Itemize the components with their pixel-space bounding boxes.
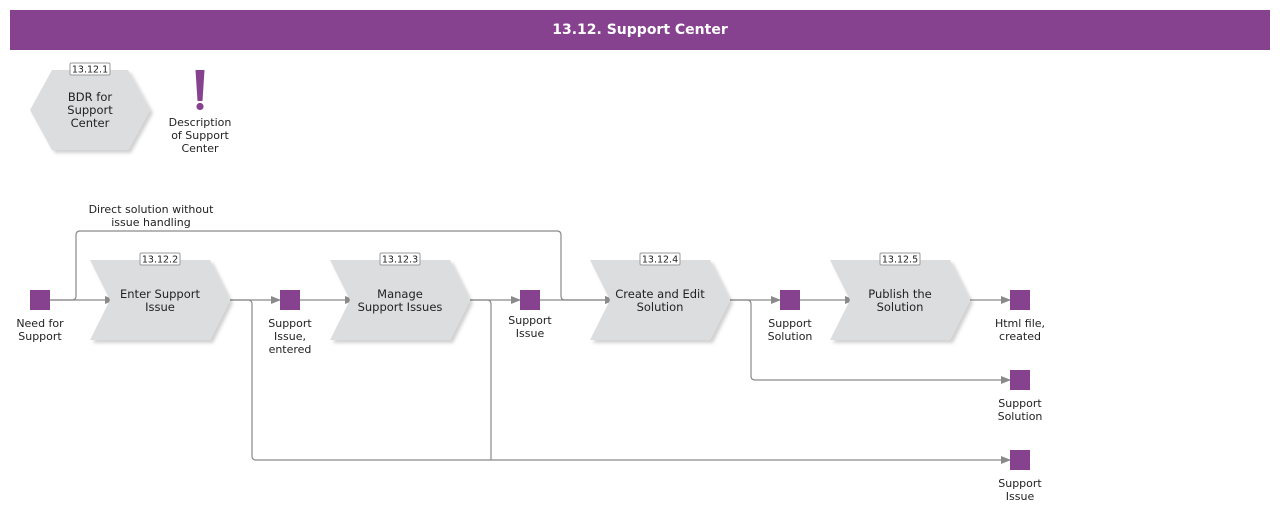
connectors (50, 230, 1011, 464)
event-support-issue-entered-marker[interactable] (280, 290, 300, 310)
bdr-id-tag: 13.12.1 (69, 62, 111, 76)
connector-manage-to-bottom-issue (470, 299, 492, 460)
event-support-issue-2-marker[interactable] (1010, 450, 1030, 470)
shapes (30, 70, 1030, 470)
function-id-tag: 13.12.2 (139, 252, 181, 266)
event-support-issue-marker[interactable] (520, 290, 540, 310)
exclamation-icon[interactable] (195, 70, 205, 111)
svg-text:13.12.4: 13.12.4 (642, 255, 678, 266)
svg-text:13.12.2: 13.12.2 (142, 255, 178, 266)
connector-direct-bypass (50, 230, 615, 304)
function-13-12-3[interactable] (330, 260, 470, 340)
event-need-for-support-marker[interactable] (30, 290, 50, 310)
event-support-solution-marker[interactable] (780, 290, 800, 310)
svg-text:13.12.3: 13.12.3 (382, 255, 418, 266)
event-support-solution-2-marker[interactable] (1010, 370, 1030, 390)
function-id-tag: 13.12.5 (879, 252, 921, 266)
function-13-12-4[interactable] (590, 260, 730, 340)
svg-text:13.12.1: 13.12.1 (72, 65, 108, 76)
function-id-tag: 13.12.3 (379, 252, 421, 266)
diagram-title: 13.12. Support Center (10, 10, 1270, 50)
function-id-tag: 13.12.4 (639, 252, 681, 266)
connector-enter-to-issue (230, 299, 1011, 464)
function-13-12-2[interactable] (90, 260, 230, 340)
event-html-file-created-marker[interactable] (1010, 290, 1030, 310)
event-html-file-created-label: Html file,created (995, 317, 1045, 343)
connector-create-to-solution-2 (730, 299, 1011, 384)
svg-text:13.12.5: 13.12.5 (882, 255, 918, 266)
function-13-12-5[interactable] (830, 260, 970, 340)
bdr-hexagon[interactable] (30, 70, 150, 150)
